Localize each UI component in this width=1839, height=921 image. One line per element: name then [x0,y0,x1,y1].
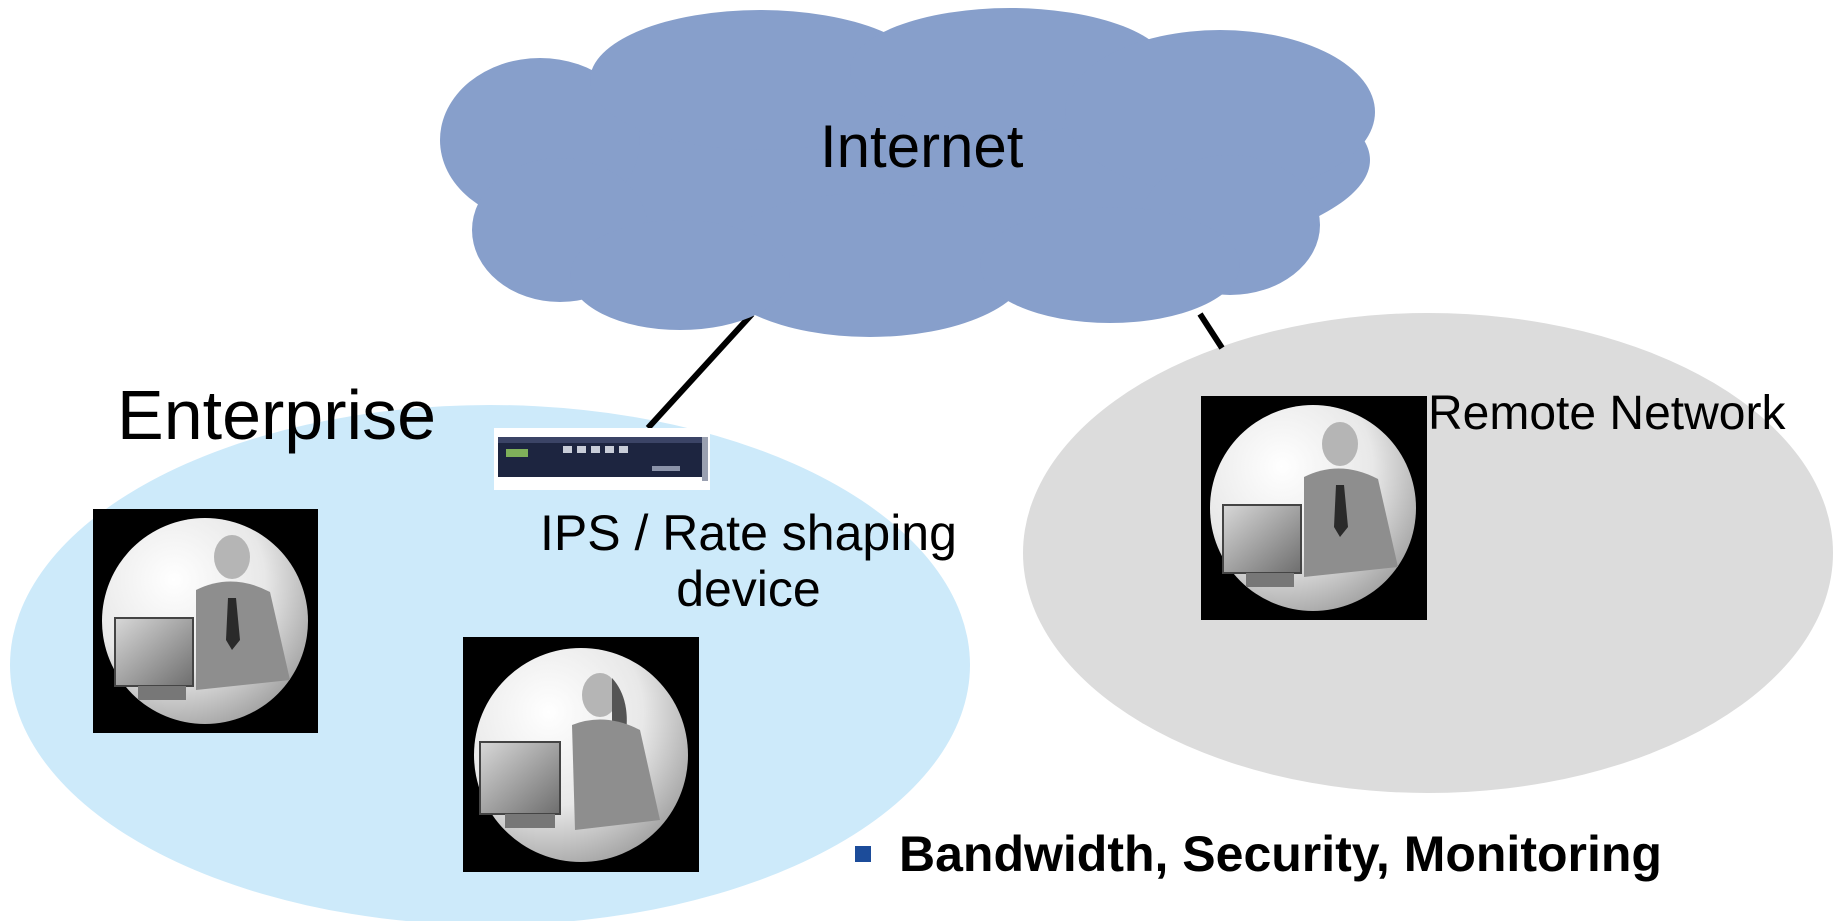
bullet-square-icon [855,846,871,862]
man-at-computer-icon [93,509,318,733]
bullet-point: Bandwidth, Security, Monitoring [855,825,1662,883]
device-label: IPS / Rate shaping device [540,505,957,617]
enterprise-label: Enterprise [117,376,437,454]
enterprise-internet-link [645,311,755,431]
woman-at-computer-icon [463,637,699,872]
remote-network-label: Remote Network [1428,387,1786,440]
cloud-icon [440,8,1375,337]
bullet-text: Bandwidth, Security, Monitoring [899,826,1662,882]
man-at-computer-icon [1201,396,1427,620]
device-label-line2: device [676,561,821,617]
remote-internet-link [1197,312,1225,350]
network-appliance-icon [494,428,710,490]
internet-label: Internet [820,113,1024,180]
device-label-line1: IPS / Rate shaping [540,505,957,561]
remote-network-zone [1023,313,1833,793]
